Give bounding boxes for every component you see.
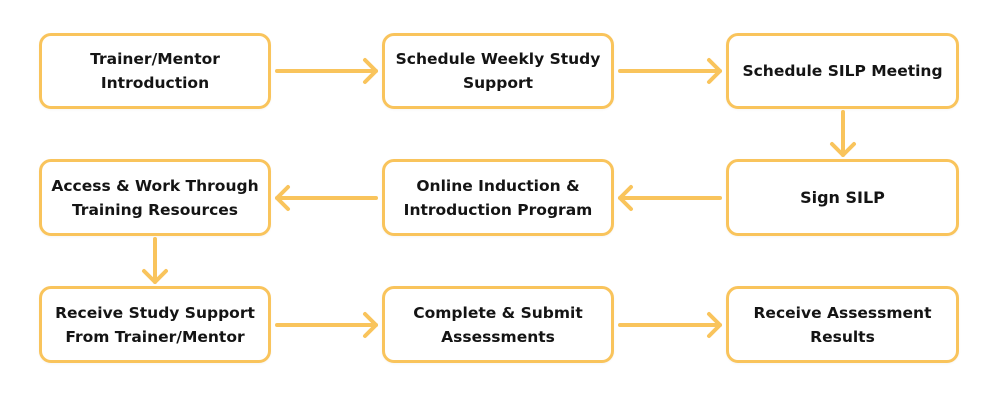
step-online-induction-program: Online Induction & Introduction Program — [382, 159, 614, 236]
step-sign-silp: Sign SILP — [726, 159, 959, 236]
step-complete-submit-assessments: Complete & Submit Assessments — [382, 286, 614, 363]
step-label: Online Induction & Introduction Program — [403, 176, 593, 219]
connector-arrow — [618, 185, 722, 211]
step-label: Complete & Submit Assessments — [413, 303, 583, 346]
step-trainer-mentor-introduction: Trainer/Mentor Introduction — [39, 33, 271, 109]
step-access-training-resources: Access & Work Through Training Resources — [39, 159, 271, 236]
arrowhead — [618, 185, 633, 211]
step-schedule-silp-meeting: Schedule SILP Meeting — [726, 33, 959, 109]
step-label: Schedule Weekly Study Support — [395, 50, 601, 92]
arrowhead — [363, 312, 378, 338]
arrowhead — [275, 185, 290, 211]
connector-arrow — [275, 58, 378, 84]
step-label: Receive Study Support From Trainer/Mento… — [55, 303, 255, 346]
connector-arrow — [830, 110, 856, 157]
arrowhead — [830, 142, 856, 157]
step-receive-assessment-results: Receive Assessment Results — [726, 286, 959, 363]
step-label: Schedule SILP Meeting — [742, 62, 943, 80]
step-label: Sign SILP — [800, 187, 885, 207]
step-label: Trainer/Mentor Introduction — [90, 50, 220, 92]
arrowhead — [707, 312, 722, 338]
arrowhead — [363, 58, 378, 84]
connector-arrow — [142, 237, 168, 284]
connector-arrow — [618, 58, 722, 84]
step-label: Access & Work Through Training Resources — [51, 176, 259, 219]
step-receive-study-support: Receive Study Support From Trainer/Mento… — [39, 286, 271, 363]
step-schedule-weekly-study-support: Schedule Weekly Study Support — [382, 33, 614, 109]
connector-arrow — [275, 185, 378, 211]
step-label: Receive Assessment Results — [753, 303, 932, 346]
connector-arrow — [275, 312, 378, 338]
connector-arrow — [618, 312, 722, 338]
arrowhead — [142, 269, 168, 284]
arrowhead — [707, 58, 722, 84]
